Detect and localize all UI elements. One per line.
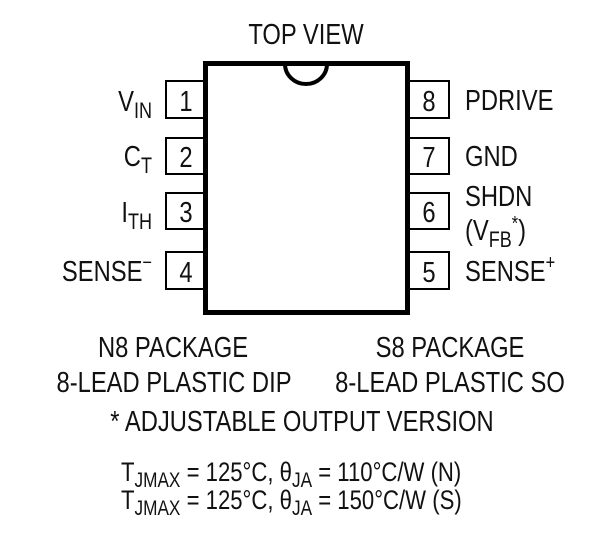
pin-8: 8 <box>408 80 450 119</box>
pin-3: 3 <box>165 192 205 230</box>
svg-text:PDRIVE: PDRIVE <box>465 84 553 117</box>
s8-package-title: S8 PACKAGE <box>376 331 525 364</box>
pin-4-label: SENSE− <box>62 250 152 287</box>
pin-7: 7 <box>408 137 450 175</box>
svg-text:1: 1 <box>179 85 192 118</box>
top-view-title: TOP VIEW <box>248 18 363 51</box>
svg-text:SENSE+: SENSE+ <box>465 250 555 287</box>
pin-1: 1 <box>165 80 205 119</box>
svg-text:4: 4 <box>179 256 192 289</box>
pin-2: 2 <box>165 137 205 175</box>
svg-text:ITH: ITH <box>121 196 152 235</box>
s8-package-description: 8-LEAD PLASTIC SO <box>335 366 565 399</box>
svg-text:8-LEAD PLASTIC DIP: 8-LEAD PLASTIC DIP <box>56 366 291 399</box>
n8-package-title: N8 PACKAGE <box>98 331 248 364</box>
svg-text:GND: GND <box>465 140 518 173</box>
pin-6-label-alt: (VFB*) <box>465 211 526 252</box>
svg-text:5: 5 <box>422 256 435 289</box>
pin-1-label: VIN <box>118 85 152 124</box>
pin-5: 5 <box>408 251 450 290</box>
svg-text:VIN: VIN <box>118 85 152 124</box>
pin1-notch-icon <box>283 63 329 86</box>
pin-5-label: SENSE+ <box>465 250 555 287</box>
svg-text:S8 PACKAGE: S8 PACKAGE <box>376 331 525 364</box>
adjustable-version-footnote: * ADJUSTABLE OUTPUT VERSION <box>110 405 493 438</box>
svg-text:TJMAX = 125°C, θJA = 110°C/W (: TJMAX = 125°C, θJA = 110°C/W (N) <box>121 458 461 492</box>
svg-text:TJMAX = 125°C, θJA = 150°C/W (: TJMAX = 125°C, θJA = 150°C/W (S) <box>121 486 462 520</box>
svg-text:3: 3 <box>179 196 192 229</box>
svg-text:TOP VIEW: TOP VIEW <box>248 18 363 51</box>
svg-text:(VFB*): (VFB*) <box>465 211 526 252</box>
svg-text:* ADJUSTABLE OUTPUT VERSION: * ADJUSTABLE OUTPUT VERSION <box>110 405 493 438</box>
pin-6-label: SHDN <box>465 180 532 213</box>
pin-7-label: GND <box>465 140 518 173</box>
pin-2-label: CT <box>124 140 152 179</box>
svg-text:CT: CT <box>124 140 152 179</box>
thermal-spec-s: TJMAX = 125°C, θJA = 150°C/W (S) <box>121 486 462 520</box>
pin-4: 4 <box>165 251 205 290</box>
pin-8-label: PDRIVE <box>465 84 553 117</box>
svg-text:SENSE−: SENSE− <box>62 250 152 287</box>
svg-text:8: 8 <box>422 85 435 118</box>
svg-text:2: 2 <box>179 141 192 174</box>
svg-text:N8 PACKAGE: N8 PACKAGE <box>98 331 248 364</box>
svg-text:6: 6 <box>422 196 435 229</box>
ic-package-body <box>203 61 410 315</box>
n8-package-description: 8-LEAD PLASTIC DIP <box>56 366 291 399</box>
svg-text:7: 7 <box>422 141 435 174</box>
svg-text:8-LEAD PLASTIC SO: 8-LEAD PLASTIC SO <box>335 366 565 399</box>
svg-text:SHDN: SHDN <box>465 180 532 213</box>
pin-6: 6 <box>408 192 450 230</box>
pin-3-label: ITH <box>121 196 152 235</box>
thermal-spec-n: TJMAX = 125°C, θJA = 110°C/W (N) <box>121 458 461 492</box>
